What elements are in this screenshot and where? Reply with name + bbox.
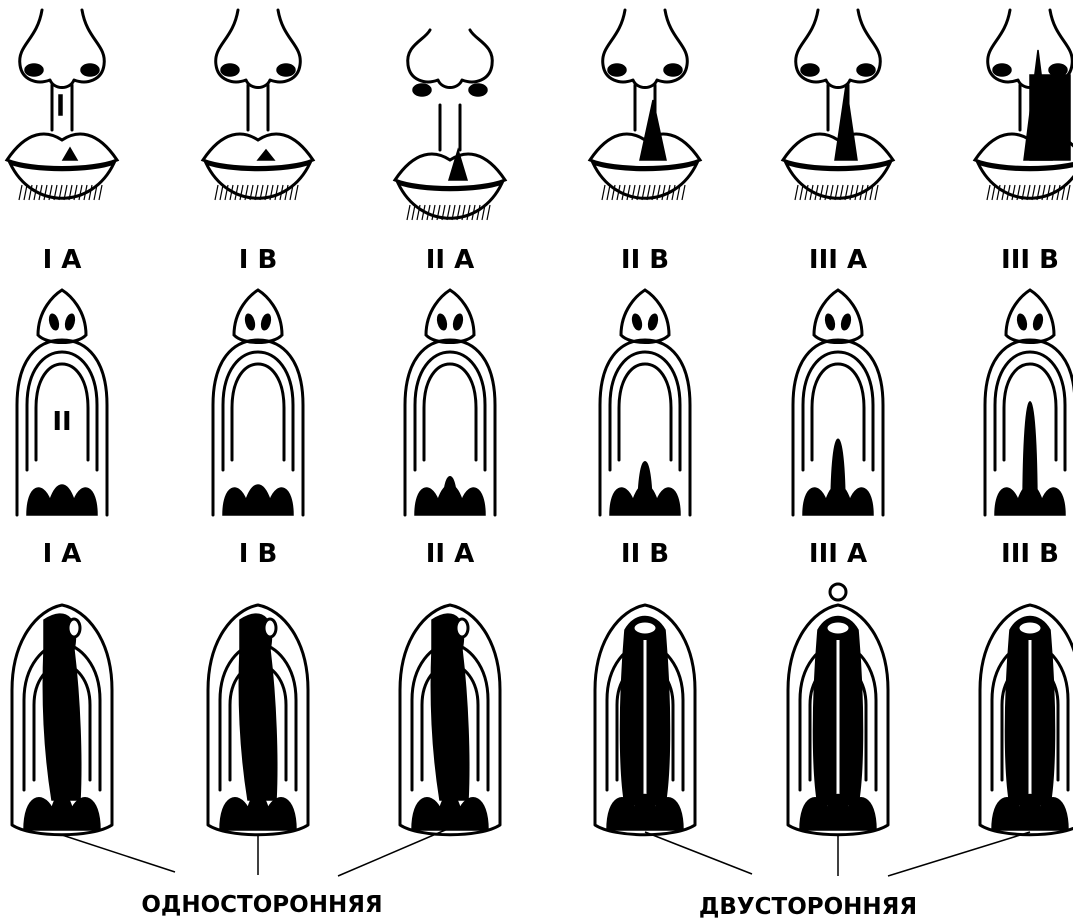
group-connector-lines	[62, 828, 1030, 876]
bilateral-connector	[888, 832, 1030, 876]
classification-label: III A	[809, 539, 867, 569]
classification-label: I B	[239, 245, 278, 275]
palate-drawing	[405, 290, 495, 515]
palate-drawing	[17, 290, 107, 515]
classification-label: III B	[1001, 245, 1059, 275]
palate-drawing	[793, 290, 883, 515]
classification-label: II B	[621, 245, 669, 275]
palate-labels-row: I A I B II A II B III A III B	[43, 539, 1059, 569]
classification-label: II A	[426, 539, 475, 569]
lip-drawing	[783, 10, 893, 200]
bilateral-connector	[645, 832, 752, 874]
palate-drawing	[985, 290, 1073, 515]
classification-label: I A	[43, 245, 82, 275]
classification-label: III B	[1001, 539, 1059, 569]
classification-label: II A	[426, 245, 475, 275]
palate-drawing	[600, 290, 690, 515]
full-cleft-drawings-row	[12, 584, 1073, 835]
unilateral-connector	[338, 828, 450, 876]
unilateral-connector	[62, 835, 175, 872]
lip-drawing	[203, 10, 313, 200]
lip-drawing	[590, 10, 700, 200]
full-cleft-drawing	[400, 605, 500, 835]
full-cleft-drawing	[980, 605, 1073, 835]
lip-drawing	[975, 10, 1073, 200]
lip-drawing	[395, 30, 505, 220]
palate-drawing	[213, 290, 303, 515]
classification-label: III A	[809, 245, 867, 275]
lip-labels-row: I A I B II A II B III A III B	[43, 245, 1059, 275]
full-cleft-drawing	[595, 605, 695, 835]
full-cleft-drawing	[788, 584, 888, 835]
unilateral-caption: ОДНОСТОРОННЯЯ	[141, 892, 382, 918]
palate-drawings-row: II	[17, 290, 1073, 515]
classification-label: I B	[239, 539, 278, 569]
classification-label: I A	[43, 539, 82, 569]
classification-label: II B	[621, 539, 669, 569]
lip-drawing	[7, 10, 117, 200]
bilateral-caption: ДВУСТОРОННЯЯ	[699, 894, 917, 920]
lip-drawings-row	[7, 10, 1073, 220]
full-cleft-drawing	[208, 605, 308, 835]
full-cleft-drawing	[12, 605, 112, 835]
palate-marker: II	[52, 407, 71, 437]
